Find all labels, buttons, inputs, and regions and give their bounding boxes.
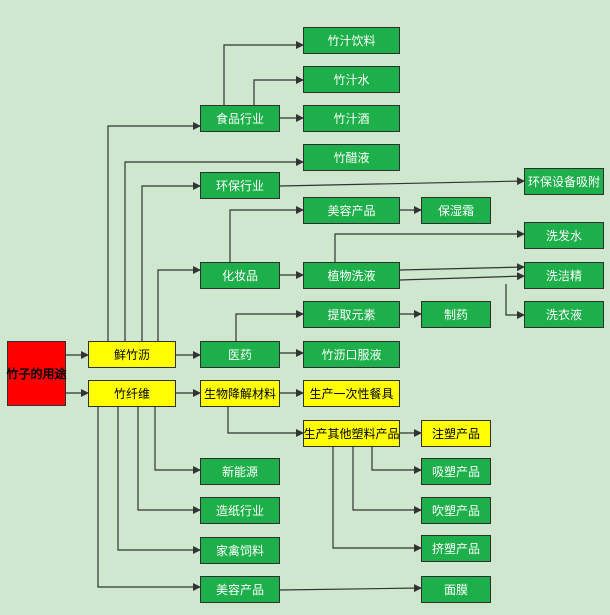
node-shipin: 食品行业 [200, 105, 280, 132]
link-suliao-xisu [371, 447, 422, 474]
node-zhiyao: 制药 [421, 301, 491, 328]
node-xifashui: 洗发水 [524, 222, 604, 249]
node-meirong2: 美容产品 [200, 576, 280, 603]
node-canju: 生产一次性餐具 [303, 380, 400, 407]
node-yiyao: 医药 [200, 341, 280, 368]
node-siliao: 家禽饲料 [200, 537, 280, 564]
link-huanbao-shebei [279, 177, 525, 187]
link-xianzhuli-zhucuye [124, 158, 304, 341]
link-zhuxianwei-siliao [117, 407, 201, 554]
node-tiquyuansu: 提取元素 [303, 301, 400, 328]
node-zhuzhishui: 竹汁水 [303, 66, 400, 93]
node-huanbao: 环保行业 [200, 172, 280, 199]
node-huanbaoshebei: 环保设备吸附 [524, 168, 604, 195]
link-zhuxianwei-meirong2 [97, 407, 201, 591]
node-xiyiye: 洗衣液 [524, 301, 604, 328]
link-zhiwuxiye-xifashui [334, 230, 525, 262]
node-shengwu: 生物降解材料 [200, 380, 280, 407]
link-shipin-zhuzhiyinliao [223, 41, 304, 105]
link-shengwu-suliao [227, 407, 304, 437]
link-xianzhuli-huazhuangpin [157, 266, 201, 341]
node-zaozhi: 造纸行业 [200, 497, 280, 524]
node-chuisu: 吹塑产品 [421, 497, 491, 524]
node-meirong1: 美容产品 [303, 197, 400, 224]
node-suliao: 生产其他塑料产品 [303, 420, 400, 447]
node-koufuye: 竹沥口服液 [303, 341, 400, 368]
node-zhuzhiyinliao: 竹汁饮料 [303, 27, 400, 54]
link-xianzhuli-shipin [107, 122, 201, 341]
node-huazhuangpin: 化妆品 [200, 262, 280, 289]
link-yiyao-tiquyuansu [235, 310, 304, 341]
node-xianzhuli: 鲜竹沥 [88, 341, 176, 368]
link-xianzhuli-huanbao [141, 182, 201, 341]
node-zhucuye: 竹醋液 [303, 144, 400, 171]
link-shipin-zhuzhishui [253, 76, 304, 105]
node-xisu: 吸塑产品 [421, 458, 491, 485]
node-zhuxianwei: 竹纤维 [88, 380, 176, 407]
node-baoshishuang: 保湿霜 [421, 197, 491, 224]
link-zhiwuxiye-xijiejing-2 [399, 272, 525, 281]
link-suliao-jisu [332, 447, 422, 552]
link-meirong2-mianmo [279, 584, 422, 593]
link-suliao-chuisu [352, 447, 422, 514]
node-xijiejing: 洗洁精 [524, 262, 604, 289]
link-huazhuangpin-meirong [229, 206, 304, 262]
node-jisu: 挤塑产品 [421, 535, 491, 562]
link-zhiwuxiye-xijiejing [399, 263, 525, 272]
link-zhuxianwei-zaozhi [137, 407, 201, 514]
node-xinnengyuan: 新能源 [200, 458, 280, 485]
node-zhusu: 注塑产品 [421, 420, 491, 447]
node-zhiwuxiye: 植物洗液 [303, 262, 400, 289]
node-mianmo: 面膜 [421, 576, 491, 603]
node-zhuzhijiu: 竹汁酒 [303, 105, 400, 132]
node-root: 竹子的用途 [7, 341, 67, 406]
link-zhiwuxiye-xiyiye [505, 284, 525, 319]
link-zhuxianwei-xinnengyuan [154, 407, 201, 474]
